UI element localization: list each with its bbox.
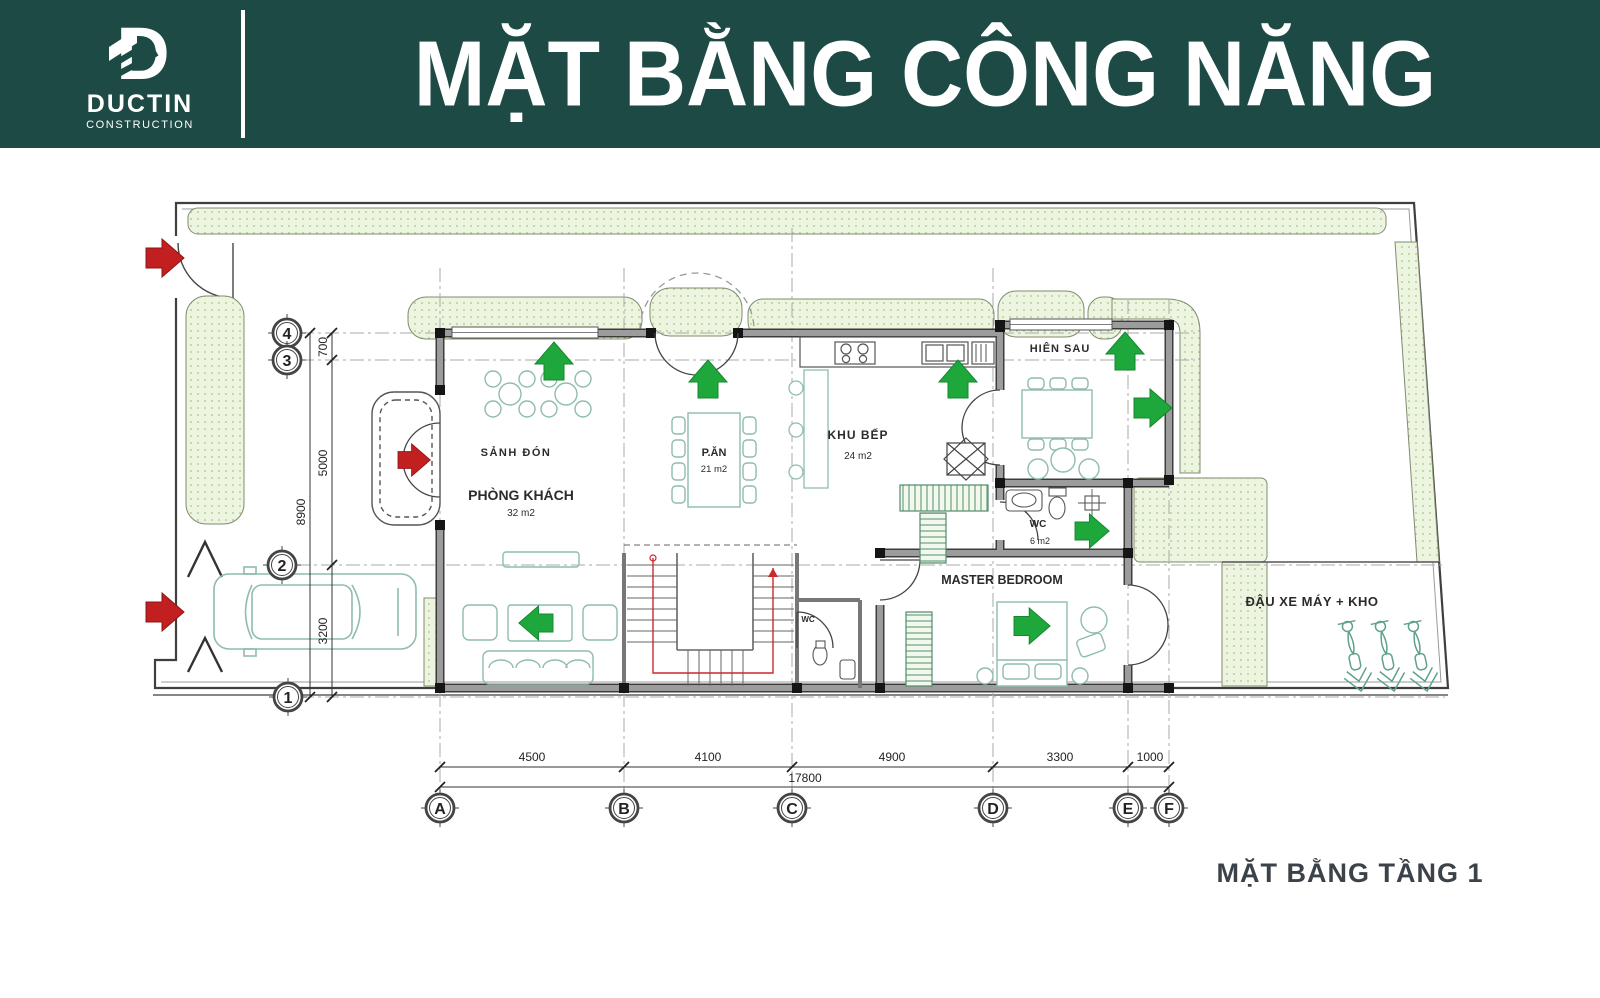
floor-plan-canvas: 4500 4100 4900 3300 1000 17800 700 5000 … (145, 201, 1450, 829)
page-title: MẶT BẰNG CÔNG NĂNG (413, 21, 1437, 126)
header-divider (241, 10, 245, 138)
dim-label: 4100 (695, 750, 722, 764)
room-area-phong-khach: 32 m2 (507, 508, 535, 519)
entry-porch (371, 391, 441, 526)
company-logo: D DUCTIN CONSTRUCTION (55, 8, 225, 140)
room-label-wc-small: WC (801, 615, 815, 624)
shaft-diamond (943, 437, 989, 481)
grid-label: 4 (283, 326, 292, 343)
logo-subtitle: CONSTRUCTION (86, 119, 194, 132)
grid-bubbles-rows: 4 3 2 1 (261, 312, 309, 718)
grid-label: 1 (284, 690, 293, 707)
room-label-khu-bep: KHU BẾP (827, 427, 888, 442)
dining-furniture (671, 412, 757, 508)
grid-label: C (786, 801, 798, 818)
room-label-wc: WC (1030, 519, 1047, 530)
room-label-p-an: P.ĂN (702, 446, 727, 459)
small-wc-fixtures (812, 640, 856, 680)
dim-total-label: 17800 (788, 771, 822, 785)
kitchen-counter (799, 336, 997, 368)
dim-label: 4900 (879, 750, 906, 764)
room-area-khu-bep: 24 m2 (844, 451, 872, 462)
car (213, 566, 417, 657)
dim-label: 1000 (1137, 750, 1164, 764)
grid-label: 2 (278, 558, 287, 575)
header-bar: D DUCTIN CONSTRUCTION MẶT BẰNG CÔNG NĂNG (0, 0, 1600, 148)
room-labels: SẢNH ĐÓN PHÒNG KHÁCH 32 m2 P.ĂN 21 m2 KH… (468, 342, 1378, 624)
room-area-p-an: 21 m2 (701, 464, 727, 475)
room-label-hien-sau: HIÊN SAU (1030, 342, 1091, 355)
room-label-sanh-don: SẢNH ĐÓN (481, 446, 552, 459)
room-label-master-bedroom: MASTER BEDROOM (941, 573, 1063, 587)
living-room-furniture (462, 370, 618, 685)
logo-d-icon: D (107, 17, 170, 91)
dimension-lines-bottom: 4500 4100 4900 3300 1000 17800 (434, 750, 1175, 793)
storage-cabinets (899, 484, 989, 687)
room-label-parking: ĐẬU XE MÁY + KHO (1245, 594, 1378, 609)
dim-label: 3300 (1047, 750, 1074, 764)
dimension-lines-left: 700 5000 3200 8900 (294, 327, 338, 703)
grid-label: B (618, 801, 630, 818)
stair-path-line (652, 558, 774, 674)
canopy-arc (639, 272, 755, 331)
grid-label: 3 (283, 353, 292, 370)
logo-name: DUCTIN (86, 89, 194, 118)
dim-label: 5000 (316, 449, 330, 476)
dim-total-label: 8900 (294, 498, 308, 525)
bedroom-furniture (976, 601, 1108, 687)
staircase (627, 553, 794, 686)
svg-text:D: D (116, 17, 169, 91)
dim-label: 4500 (519, 750, 546, 764)
grid-label: A (434, 801, 446, 818)
room-label-phong-khach: PHÒNG KHÁCH (468, 486, 574, 503)
wc-fixtures (1005, 487, 1106, 520)
dim-label: 700 (316, 337, 330, 357)
kitchen-island (788, 369, 829, 489)
dim-label: 3200 (316, 617, 330, 644)
grid-label: D (987, 801, 999, 818)
grid-label: F (1164, 801, 1174, 818)
walls (435, 318, 1174, 693)
room-area-wc: 6 m2 (1030, 536, 1050, 546)
grid-bubbles-columns: A B C D E F (419, 787, 1190, 829)
grid-label: E (1123, 801, 1134, 818)
plan-caption: MẶT BẰNG TẦNG 1 (1216, 858, 1484, 888)
back-porch-furniture (1021, 377, 1100, 480)
